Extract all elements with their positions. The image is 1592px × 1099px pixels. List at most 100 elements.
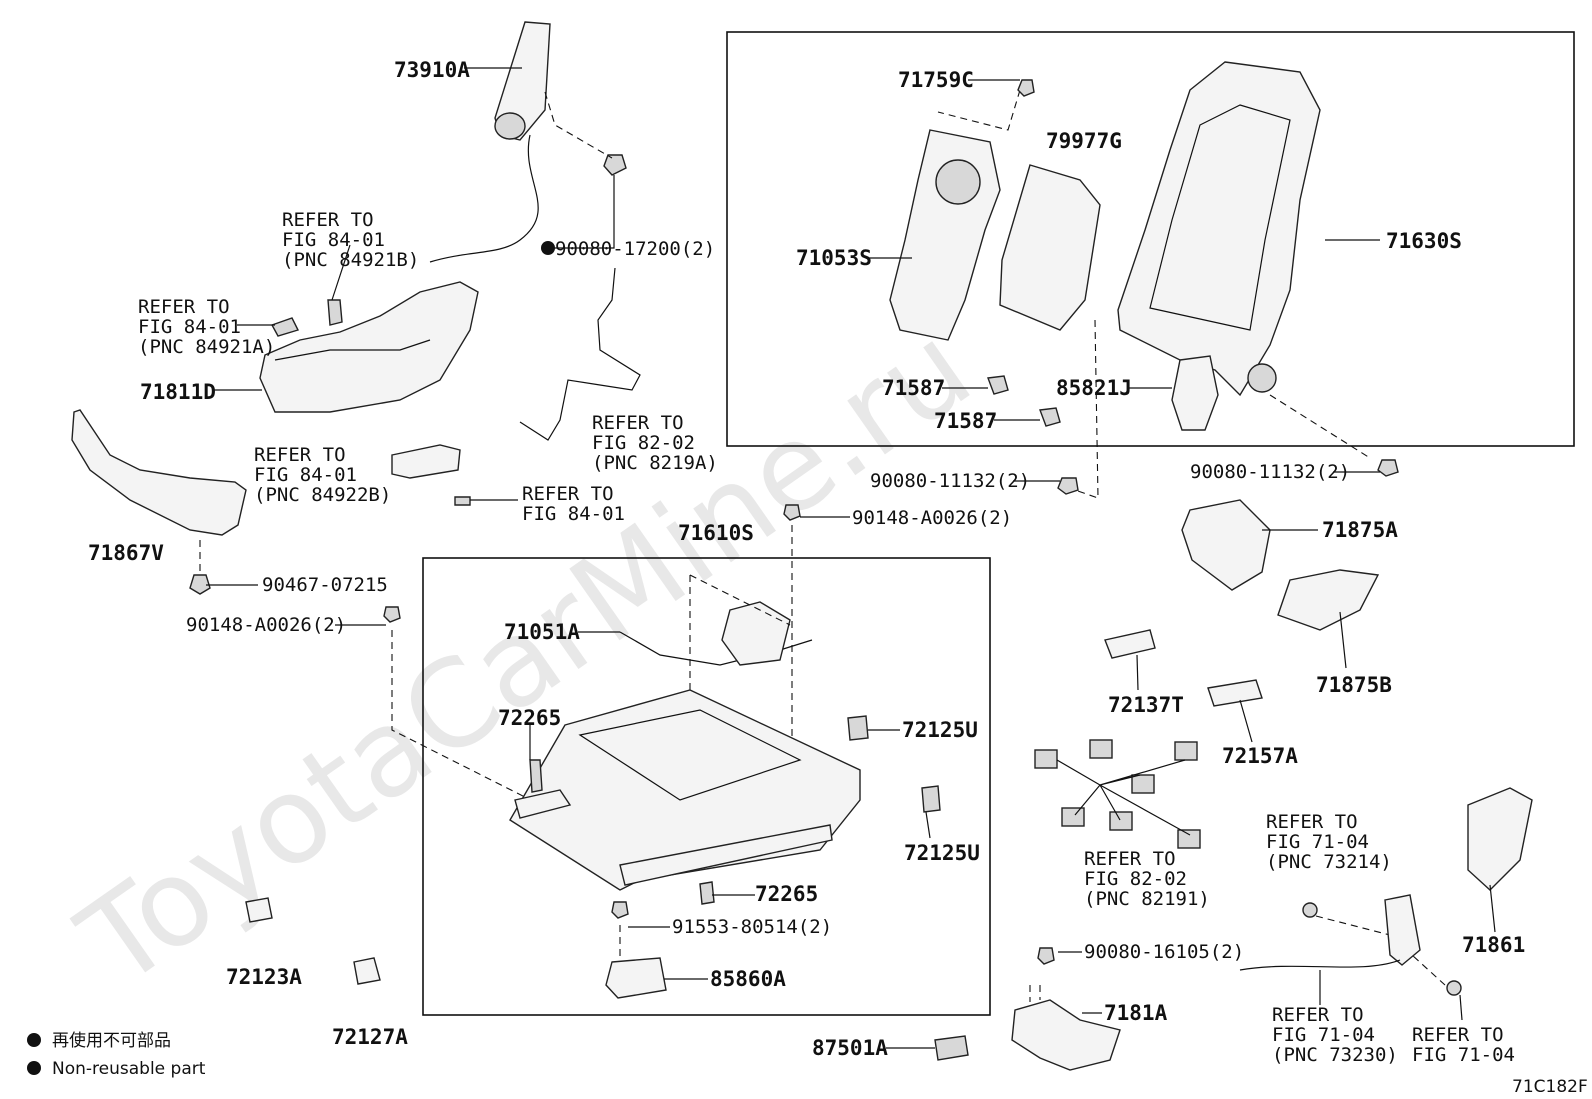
label-71630s: 71630S xyxy=(1386,229,1462,253)
refer-note-84-01: REFER TO FIG 84-01 xyxy=(522,483,625,525)
bolt-90148-a0026-left xyxy=(383,606,401,623)
label-72123a: 72123A xyxy=(226,965,302,989)
seatback-frame-part xyxy=(1117,61,1321,397)
bolt-90080-11132-left xyxy=(1057,477,1079,495)
cover-72157a xyxy=(1207,679,1263,707)
nut-71759c xyxy=(1017,79,1035,97)
cover-72137t xyxy=(1104,629,1156,659)
refer-note-84922b: REFER TO FIG 84-01 (PNC 84922B) xyxy=(254,444,391,506)
svg-text:FIG 84-01: FIG 84-01 xyxy=(254,464,357,486)
lumbar-assembly-part xyxy=(889,89,1021,341)
svg-text:REFER TO: REFER TO xyxy=(592,412,684,434)
screw-84-01 xyxy=(454,496,471,506)
svg-text:REFER TO: REFER TO xyxy=(1084,848,1176,870)
wire-harness-82191 xyxy=(1034,739,1201,849)
svg-text:FIG 82-02: FIG 82-02 xyxy=(592,432,695,454)
cover-71875b xyxy=(1277,569,1380,631)
refer-note-8219a: REFER TO FIG 82-02 (PNC 8219A) xyxy=(592,412,718,474)
watermark: ToyotaCarMine.ru xyxy=(56,299,995,1015)
label-71053s: 71053S xyxy=(796,246,872,270)
label-7181a: 7181A xyxy=(1104,1001,1168,1025)
legend-dot-jp-icon xyxy=(27,1033,41,1047)
clip-90467-07215 xyxy=(189,574,211,595)
refer-note-73230: REFER TO FIG 71-04 (PNC 73230) xyxy=(1272,1004,1398,1066)
non-reusable-mark-icon xyxy=(541,241,555,255)
label-71875a: 71875A xyxy=(1322,518,1398,542)
label-85821j: 85821J xyxy=(1056,376,1132,400)
label-72125u-b: 72125U xyxy=(904,841,980,865)
label-71861: 71861 xyxy=(1462,933,1525,957)
module-85860a xyxy=(605,957,667,999)
svg-text:FIG 84-01: FIG 84-01 xyxy=(522,503,625,525)
bracket-72125u-b xyxy=(921,785,941,813)
bracket-72265-b xyxy=(699,881,715,905)
svg-text:REFER TO: REFER TO xyxy=(522,483,614,505)
refer-note-84921a: REFER TO FIG 84-01 (PNC 84921A) xyxy=(138,296,275,358)
svg-text:(PNC 84922B): (PNC 84922B) xyxy=(254,484,391,506)
svg-text:REFER TO: REFER TO xyxy=(254,444,346,466)
bracket-72265-a xyxy=(529,759,543,793)
label-73910a: 73910A xyxy=(394,58,470,82)
label-72265-a: 72265 xyxy=(498,706,561,730)
clip-71587-a xyxy=(987,375,1009,395)
svg-text:REFER TO: REFER TO xyxy=(282,209,374,231)
label-71587-b: 71587 xyxy=(934,409,997,433)
svg-text:REFER TO: REFER TO xyxy=(1412,1024,1504,1046)
refer-note-71-04: REFER TO FIG 71-04 xyxy=(1412,1024,1515,1066)
seat-harness-71051a xyxy=(619,574,813,830)
cover-72123a xyxy=(245,897,273,923)
svg-text:FIG 84-01: FIG 84-01 xyxy=(138,316,241,338)
bracket-7181a xyxy=(1011,999,1121,1071)
label-85860a: 85860A xyxy=(710,967,786,991)
nut-90080-17200 xyxy=(544,91,627,249)
drawing-code: 71C182F xyxy=(1512,1077,1588,1097)
bolt-90080-11132-right xyxy=(1377,459,1399,477)
label-72125u-a: 72125U xyxy=(902,718,978,742)
svg-text:REFER TO: REFER TO xyxy=(1266,811,1358,833)
motor-85821j xyxy=(1171,355,1219,431)
refer-note-73214: REFER TO FIG 71-04 (PNC 73214) xyxy=(1266,811,1392,873)
legend-jp: 再使用不可部品 xyxy=(52,1030,171,1051)
label-72265-b: 72265 xyxy=(755,882,818,906)
svg-text:(PNC 73214): (PNC 73214) xyxy=(1266,851,1392,873)
switch-harness-73230 xyxy=(1239,894,1462,996)
label-90467-07215: 90467-07215 xyxy=(262,574,388,596)
label-71811d: 71811D xyxy=(140,380,216,404)
label-71051a: 71051A xyxy=(504,620,580,644)
bolt-90080-16105 xyxy=(1037,947,1055,965)
label-72137t: 72137T xyxy=(1108,693,1184,717)
wire-harness-8219a xyxy=(519,267,641,441)
svg-text:REFER TO: REFER TO xyxy=(138,296,230,318)
svg-text:(PNC 84921B): (PNC 84921B) xyxy=(282,249,419,271)
svg-text:(PNC 8219A): (PNC 8219A) xyxy=(592,452,718,474)
pad-79977g xyxy=(999,164,1101,331)
cover-72127a xyxy=(353,957,381,985)
label-71875b: 71875B xyxy=(1316,673,1392,697)
seatback-group-box xyxy=(726,31,1575,447)
module-84922b xyxy=(391,444,461,479)
clip-71587-b xyxy=(1039,407,1061,427)
bolt-91553-80514 xyxy=(611,901,629,919)
seat-cushion-cover-part xyxy=(259,281,479,413)
label-71867v: 71867V xyxy=(88,541,164,565)
svg-text:(PNC 84921A): (PNC 84921A) xyxy=(138,336,275,358)
label-90080-11132-right: 90080-11132(2) xyxy=(1190,461,1350,483)
cover-71875a xyxy=(1181,499,1271,591)
svg-text:REFER TO: REFER TO xyxy=(1272,1004,1364,1026)
cover-71861 xyxy=(1467,787,1533,891)
label-91553-80514: 91553-80514(2) xyxy=(672,916,832,938)
label-71759c: 71759C xyxy=(898,68,974,92)
legend-en: Non-reusable part xyxy=(52,1059,206,1079)
legend: 再使用不可部品 Non-reusable part xyxy=(27,1030,206,1079)
refer-note-82191: REFER TO FIG 82-02 (PNC 82191) xyxy=(1084,848,1210,910)
label-90080-17200: 90080-17200(2) xyxy=(555,238,715,260)
seat-frame-group-box xyxy=(422,557,991,1016)
svg-text:FIG 82-02: FIG 82-02 xyxy=(1084,868,1187,890)
bracket-72125u-a xyxy=(847,715,869,741)
svg-text:FIG 71-04: FIG 71-04 xyxy=(1272,1024,1375,1046)
label-72127a: 72127A xyxy=(332,1025,408,1049)
label-71610s: 71610S xyxy=(678,521,754,545)
label-90148-a0026-mid: 90148-A0026(2) xyxy=(852,507,1012,529)
